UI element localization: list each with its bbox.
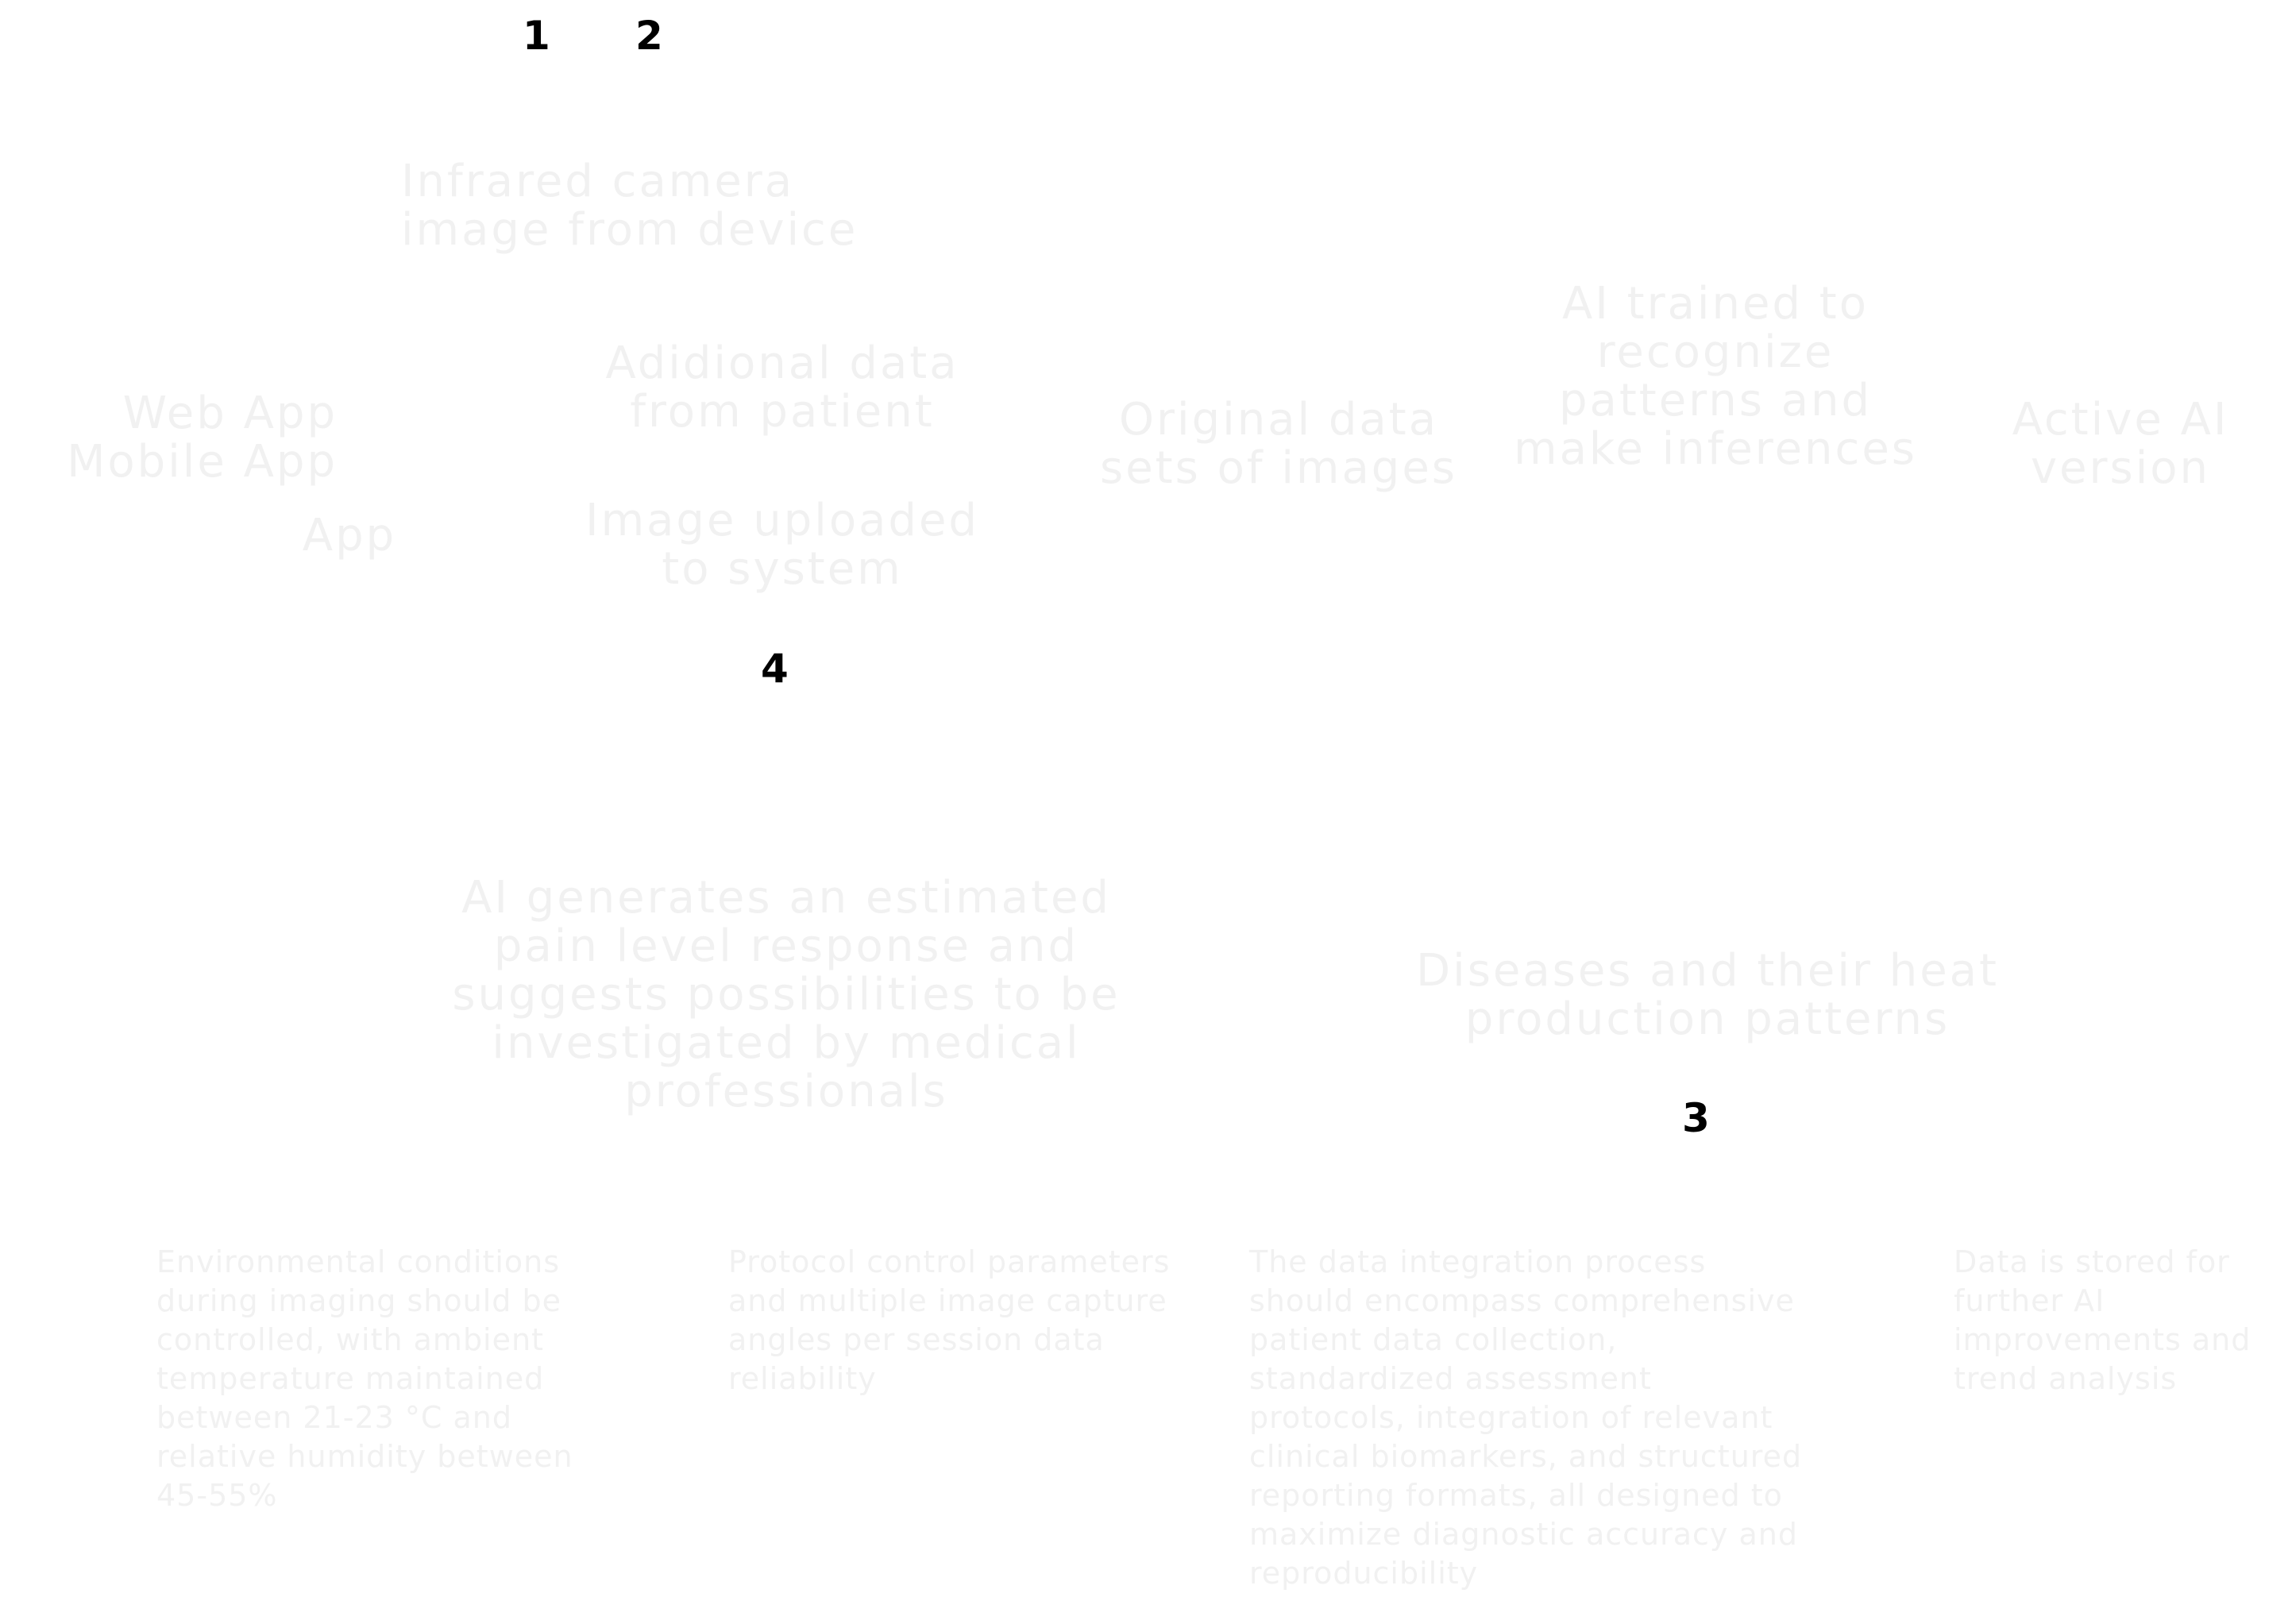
note-data-storage: Data is stored for further AI improvemen…	[1954, 1244, 2251, 1396]
node-ai-trained: AI trained to recognize patterns and mak…	[1514, 278, 1917, 475]
node-ai-estimate: AI generates an estimated pain level res…	[452, 872, 1121, 1117]
node-diseases-heat-patterns: Diseases and their heat production patte…	[1416, 945, 1999, 1045]
node-original-data-sets: Original data sets of images	[1100, 394, 1457, 494]
note-data-integration: The data integration process should enco…	[1249, 1244, 1803, 1591]
step-number-2: 2	[635, 13, 663, 59]
node-app: App	[302, 510, 397, 561]
step-number-3: 3	[1682, 1095, 1710, 1141]
node-web-mobile-app: Web App Mobile App	[67, 388, 338, 488]
step-number-1: 1	[523, 13, 550, 59]
node-additional-patient-data: Adidional data from patient	[605, 338, 959, 438]
note-protocol-control: Protocol control parameters and multiple…	[728, 1244, 1171, 1396]
step-number-4: 4	[761, 646, 789, 692]
node-image-uploaded: Image uploaded to system	[585, 495, 979, 595]
node-active-ai-version: Active AI version	[2012, 394, 2229, 494]
node-infrared-camera-image: Infrared camera image from device	[401, 156, 859, 256]
note-environmental-conditions: Environmental conditions during imaging …	[156, 1244, 573, 1513]
